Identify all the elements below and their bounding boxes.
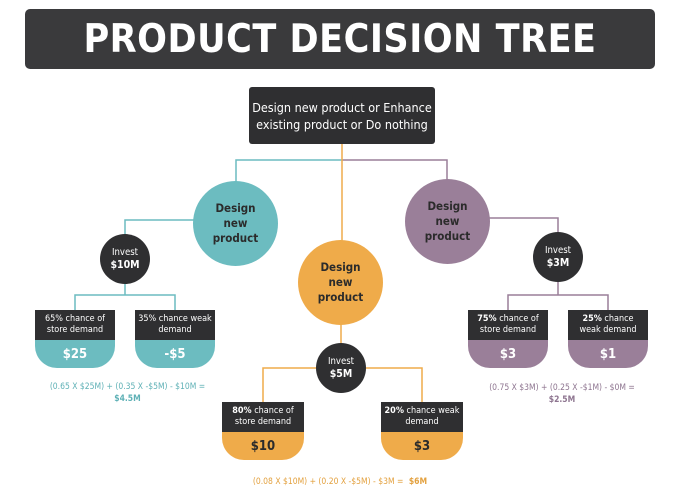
outcome-middle-1-text: chance of store demand — [234, 406, 294, 427]
invest-right-label: Invest — [544, 245, 572, 256]
outcome-middle-1-pct: 80% — [232, 406, 252, 416]
invest-middle-node: Invest $5M — [316, 343, 366, 393]
outcome-right-2-value: $1 — [568, 340, 648, 368]
option-right-label: Design new product — [424, 199, 471, 243]
outcome-right-1-pct: 75% — [477, 314, 497, 324]
invest-right-node: Invest $3M — [533, 232, 583, 282]
outcome-middle-2-pct: 20% — [384, 406, 404, 416]
calc-right-result: $2.5M — [548, 395, 576, 405]
outcome-left-1-value: $25 — [35, 340, 115, 368]
invest-middle-amount: $5M — [329, 368, 353, 380]
connector-root-left — [235, 159, 342, 184]
outcome-middle-1: 80% chance of store demand $10 — [222, 402, 304, 460]
calc-left-formula: (0.65 X $25M) + (0.35 X -$5M) - $10M = — [49, 382, 206, 392]
outcome-right-1-chance: 75% chance of store demand — [468, 310, 548, 340]
option-left-label: Design new product — [212, 201, 259, 245]
outcome-left-2: 35% chance weak demand -$5 — [135, 310, 215, 368]
connector-root-right — [342, 159, 448, 184]
outcome-right-2-text: chance weak demand — [579, 314, 637, 335]
outcome-left-2-chance: 35% chance weak demand — [135, 310, 215, 340]
calc-right: (0.75 X $3M) + (0.25 X -$1M) - $0M = $2.… — [478, 382, 646, 406]
root-line-1: Design new product or Enhance — [252, 99, 432, 115]
title-banner: PRODUCT DECISION TREE — [25, 9, 655, 69]
invest-left-node: Invest $10M — [100, 234, 150, 284]
calc-middle: (0.08 X $10M) + (0.20 X -$5M) - $3M = $6… — [240, 476, 440, 488]
page-title: PRODUCT DECISION TREE — [83, 16, 597, 62]
connector-right-split — [507, 294, 609, 310]
outcome-middle-1-value: $10 — [222, 432, 304, 460]
connector-middle-split-right — [366, 367, 423, 402]
option-right-node: Design new product — [405, 179, 490, 264]
outcome-right-1-text: chance of store demand — [479, 314, 539, 335]
outcome-right-1-value: $3 — [468, 340, 548, 368]
invest-right-amount: $3M — [546, 257, 570, 269]
invest-left-amount: $10M — [110, 259, 140, 271]
invest-left-label: Invest — [111, 247, 139, 258]
calc-middle-result: $6M — [408, 477, 428, 487]
connector-left-invest — [124, 219, 195, 234]
option-left-node: Design new product — [193, 181, 278, 266]
calc-right-formula: (0.75 X $3M) + (0.25 X -$1M) - $0M = — [489, 383, 635, 393]
outcome-right-2-pct: 25% — [582, 314, 602, 324]
root-decision-node: Design new product or Enhance existing p… — [249, 87, 435, 144]
root-line-2: existing product or Do nothing — [256, 116, 428, 132]
invest-middle-label: Invest — [327, 356, 355, 367]
outcome-middle-1-chance: 80% chance of store demand — [222, 402, 304, 432]
calc-left: (0.65 X $25M) + (0.35 X -$5M) - $10M = $… — [40, 381, 215, 405]
option-middle-node: Design new product — [298, 240, 383, 325]
outcome-middle-2-chance: 20% chance weak demand — [381, 402, 463, 432]
calc-left-result: $4.5M — [114, 394, 141, 404]
connector-left-split — [74, 294, 176, 310]
connector-middle-split — [262, 367, 316, 402]
outcome-middle-2: 20% chance weak demand $3 — [381, 402, 463, 460]
outcome-right-2-chance: 25% chance weak demand — [568, 310, 648, 340]
outcome-left-2-value: -$5 — [135, 340, 215, 368]
outcome-right-1: 75% chance of store demand $3 — [468, 310, 548, 368]
option-middle-label: Design new product — [317, 260, 364, 304]
outcome-left-1: 65% chance of store demand $25 — [35, 310, 115, 368]
outcome-left-1-chance: 65% chance of store demand — [35, 310, 115, 340]
connector-right-invest — [488, 217, 559, 232]
outcome-middle-2-text: chance weak demand — [403, 406, 460, 427]
outcome-right-2: 25% chance weak demand $1 — [568, 310, 648, 368]
calc-middle-formula: (0.08 X $10M) + (0.20 X -$5M) - $3M = — [252, 477, 404, 487]
outcome-middle-2-value: $3 — [381, 432, 463, 460]
